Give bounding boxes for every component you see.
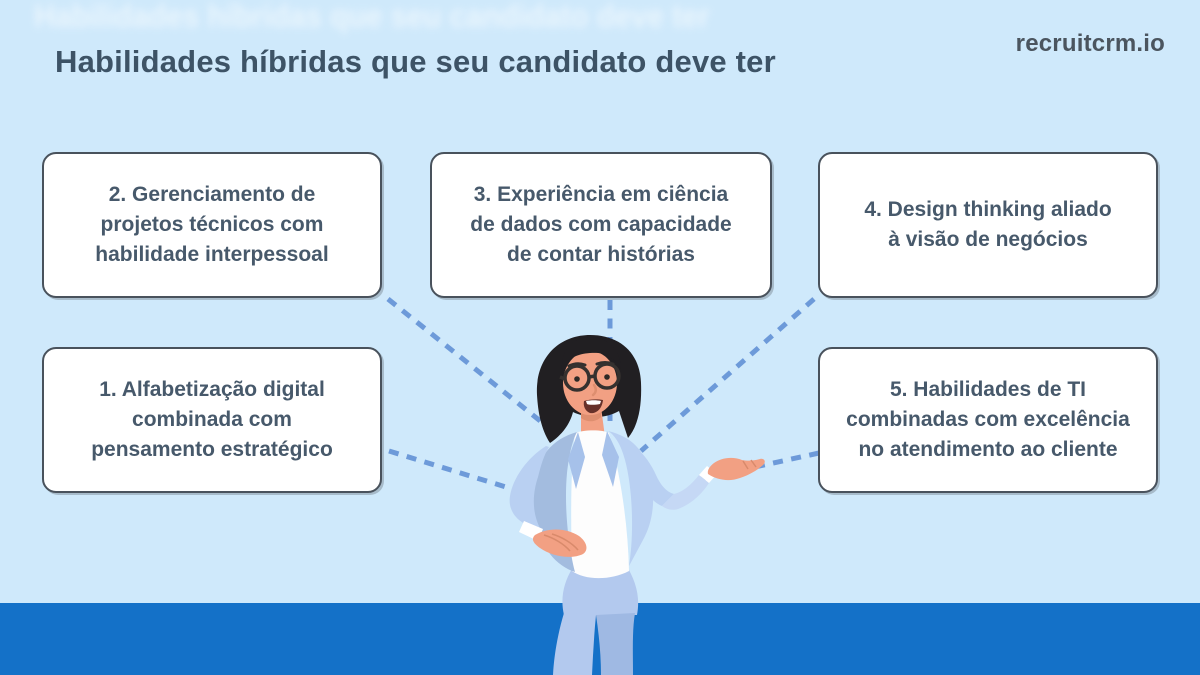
woman-glasses <box>559 362 621 392</box>
woman-left-sleeve <box>509 446 549 530</box>
skill-card-2: 2. Gerenciamento de projetos técnicos co… <box>42 152 382 298</box>
woman-right-sleeve <box>613 435 674 506</box>
connector-line-card4 <box>639 297 816 453</box>
skill-card-1-text: 1. Alfabetização digital combinada com p… <box>91 378 333 461</box>
skill-card-4: 4. Design thinking aliado à visão de neg… <box>818 152 1158 298</box>
skill-card-3: 3. Experiência em ciência de dados com c… <box>430 152 772 298</box>
woman-hips <box>562 569 639 615</box>
skill-card-5: 5. Habilidades de TI combinadas com exce… <box>818 347 1158 493</box>
woman-right-cuff <box>699 466 717 483</box>
skill-card-1: 1. Alfabetização digital combinada com p… <box>42 347 382 493</box>
woman-leg-back <box>596 613 635 675</box>
page-title: Habilidades híbridas que seu candidato d… <box>55 44 776 79</box>
skill-card-3-text: 3. Experiência em ciência de dados com c… <box>470 183 732 266</box>
woman-leg-front <box>553 613 596 675</box>
title-ghost-watermark: Habilidades híbridas que seu candidato d… <box>34 0 710 34</box>
brand-logo: recruitcrm.io <box>1015 30 1165 57</box>
skill-card-2-text: 2. Gerenciamento de projetos técnicos co… <box>95 183 329 266</box>
connector-line-card2 <box>386 297 551 430</box>
businesswoman-illustration <box>509 335 765 675</box>
skill-card-5-text: 5. Habilidades de TI combinadas com exce… <box>846 378 1130 461</box>
woman-right-hand <box>707 457 765 481</box>
skill-card-4-text: 4. Design thinking aliado à visão de neg… <box>864 198 1112 251</box>
